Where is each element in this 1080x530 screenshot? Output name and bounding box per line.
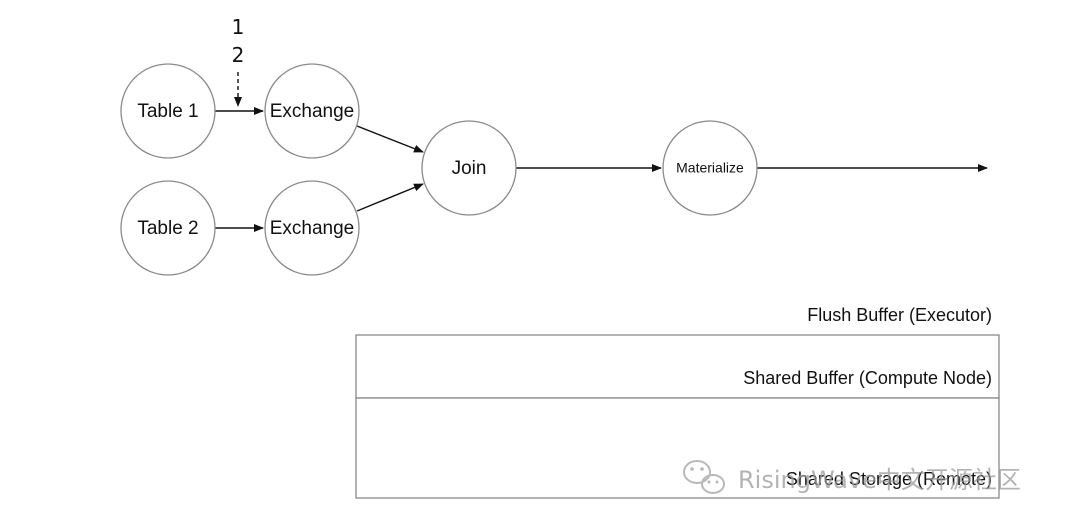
edge-exchange-top-join xyxy=(356,125,424,153)
node-table-1: Table 1 xyxy=(120,63,216,159)
node-table-1-label: Table 1 xyxy=(137,101,198,122)
shared-storage-box xyxy=(355,397,1000,499)
barrier-marker-1: 1 xyxy=(232,15,245,39)
edge-exchange-bottom-join xyxy=(356,183,424,212)
node-table-2-label: Table 2 xyxy=(137,218,198,239)
node-join: Join xyxy=(421,120,517,216)
node-materialize-label: Materialize xyxy=(676,160,744,176)
node-join-label: Join xyxy=(452,158,487,179)
flush-buffer-label: Flush Buffer (Executor) xyxy=(807,305,992,325)
node-materialize: Materialize xyxy=(662,120,758,216)
node-exchange-top: Exchange xyxy=(264,63,360,159)
shared-buffer-box xyxy=(355,334,1000,399)
wechat-icon xyxy=(683,460,725,494)
watermark-text: RisingWave中文开源社区 xyxy=(738,466,1021,494)
shared-storage-label: Shared Storage (Remote) xyxy=(786,469,992,489)
node-exchange-bottom: Exchange xyxy=(264,180,360,276)
barrier-marker-2: 2 xyxy=(232,43,245,67)
node-exchange-top-label: Exchange xyxy=(270,101,355,122)
node-table-2: Table 2 xyxy=(120,180,216,276)
node-exchange-bottom-label: Exchange xyxy=(270,218,355,239)
shared-buffer-label: Shared Buffer (Compute Node) xyxy=(743,368,992,388)
